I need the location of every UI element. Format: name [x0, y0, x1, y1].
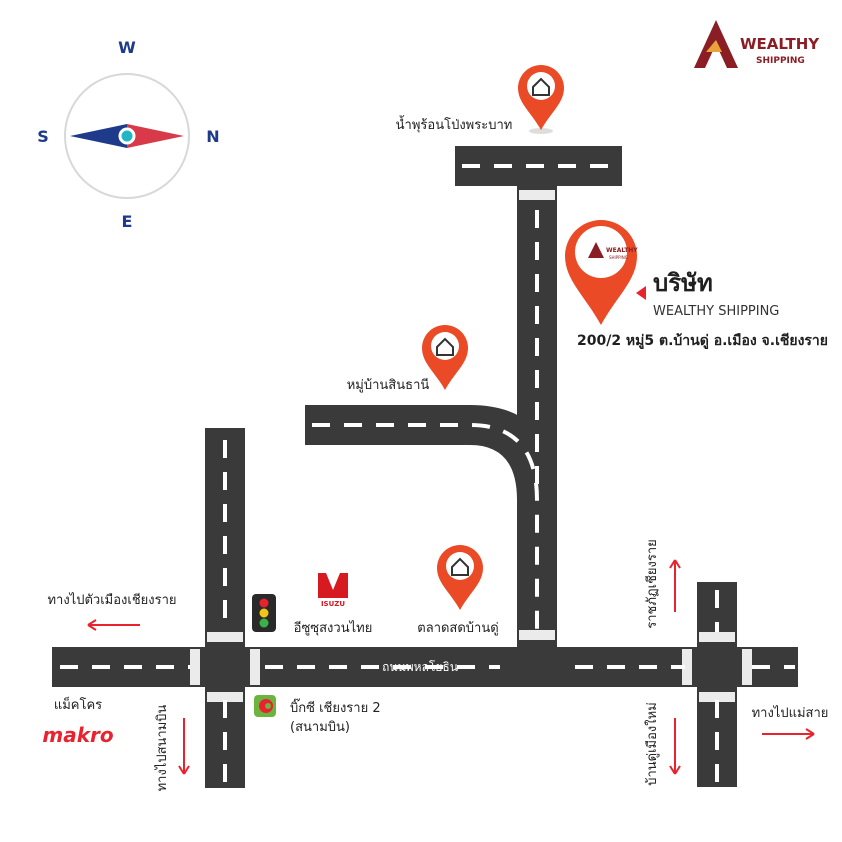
- brand-sub: SHIPPING: [756, 56, 805, 66]
- pin-market: [437, 545, 483, 610]
- pin-hot-spring: [518, 65, 564, 134]
- arrow-right-icon: [762, 728, 815, 740]
- label-makro: แม็คโคร: [54, 695, 102, 713]
- crosswalk: [519, 190, 555, 200]
- road-network: [52, 146, 798, 788]
- label-to-airport: ทางไปสนามบิน: [154, 704, 170, 791]
- traffic-light-icon: [252, 594, 276, 632]
- pin-brand-sub: SHIPPING: [609, 255, 628, 260]
- isuzu-logo-text: ISUZU: [321, 600, 345, 608]
- pin-brand: WEALTHY: [606, 247, 638, 254]
- brand-logo-accent-icon: [706, 40, 722, 52]
- crosswalk: [250, 649, 260, 685]
- label-bigc-line2: (สนามบิน): [290, 720, 350, 735]
- company-name: WEALTHY SHIPPING: [653, 304, 779, 319]
- brand-name: WEALTHY: [740, 35, 820, 53]
- crosswalk: [190, 649, 200, 685]
- makro-logo: makro: [42, 723, 114, 747]
- bigc-logo: [254, 695, 276, 717]
- road-village-branch: [305, 405, 557, 520]
- label-to-city: ทางไปตัวเมืองเชียงราย: [47, 592, 176, 608]
- pin-village: [422, 325, 468, 390]
- isuzu-mark-icon: [318, 573, 348, 598]
- pointer-icon: [636, 286, 646, 300]
- crosswalk: [519, 630, 555, 640]
- label-village: หมู่บ้านสินธานี: [347, 377, 430, 393]
- house-icon: [436, 337, 454, 356]
- crosswalk: [207, 692, 243, 702]
- label-rajabhat: ราชภัฏเชียงราย: [644, 539, 660, 629]
- crosswalk: [682, 649, 692, 685]
- crosswalk: [207, 632, 243, 642]
- brand-mini-icon: [588, 242, 604, 258]
- arrow-down-icon: [669, 718, 681, 775]
- label-hot-spring: น้ำพุร้อนโป่งพระบาท: [396, 115, 513, 133]
- arrow-left-icon: [87, 619, 140, 631]
- crosswalk: [742, 649, 752, 685]
- compass: W N E S: [37, 38, 219, 231]
- label-market: ตลาดสดบ้านดู่: [417, 621, 498, 636]
- compass-right-label: N: [206, 127, 219, 146]
- compass-bottom-label: E: [122, 212, 133, 231]
- compass-needle-north: [127, 124, 184, 148]
- company-address: 200/2 หมู่5 ต.บ้านดู่ อ.เมือง จ.เชียงราย: [577, 333, 828, 349]
- arrow-up-icon: [669, 559, 681, 612]
- brand-logo: WEALTHY SHIPPING: [694, 20, 820, 68]
- main-road-label: ถนนพหลโยธิน: [382, 660, 458, 674]
- label-ban-du-mai: บ้านดู่เมืองใหม่: [644, 702, 660, 786]
- arrow-down-icon: [178, 718, 190, 775]
- crosswalks: [190, 190, 752, 702]
- label-to-mae-sai: ทางไปแม่สาย: [752, 705, 829, 721]
- compass-center: [118, 127, 136, 145]
- compass-top-label: W: [118, 38, 136, 57]
- pin-company: WEALTHY SHIPPING: [565, 220, 638, 325]
- market-icon: [451, 557, 469, 576]
- label-isuzu: อีซูซุสงวนไทย: [293, 620, 372, 636]
- compass-left-label: S: [37, 127, 49, 146]
- lane-markings: [60, 164, 795, 785]
- company-title: บริษัท: [653, 269, 713, 297]
- compass-needle-south: [70, 124, 127, 148]
- house-icon: [532, 77, 550, 96]
- label-bigc-line1: บิ๊กซี เชียงราย 2: [290, 698, 381, 716]
- isuzu-logo: ISUZU: [318, 573, 348, 608]
- crosswalk: [699, 692, 735, 702]
- crosswalk: [699, 632, 735, 642]
